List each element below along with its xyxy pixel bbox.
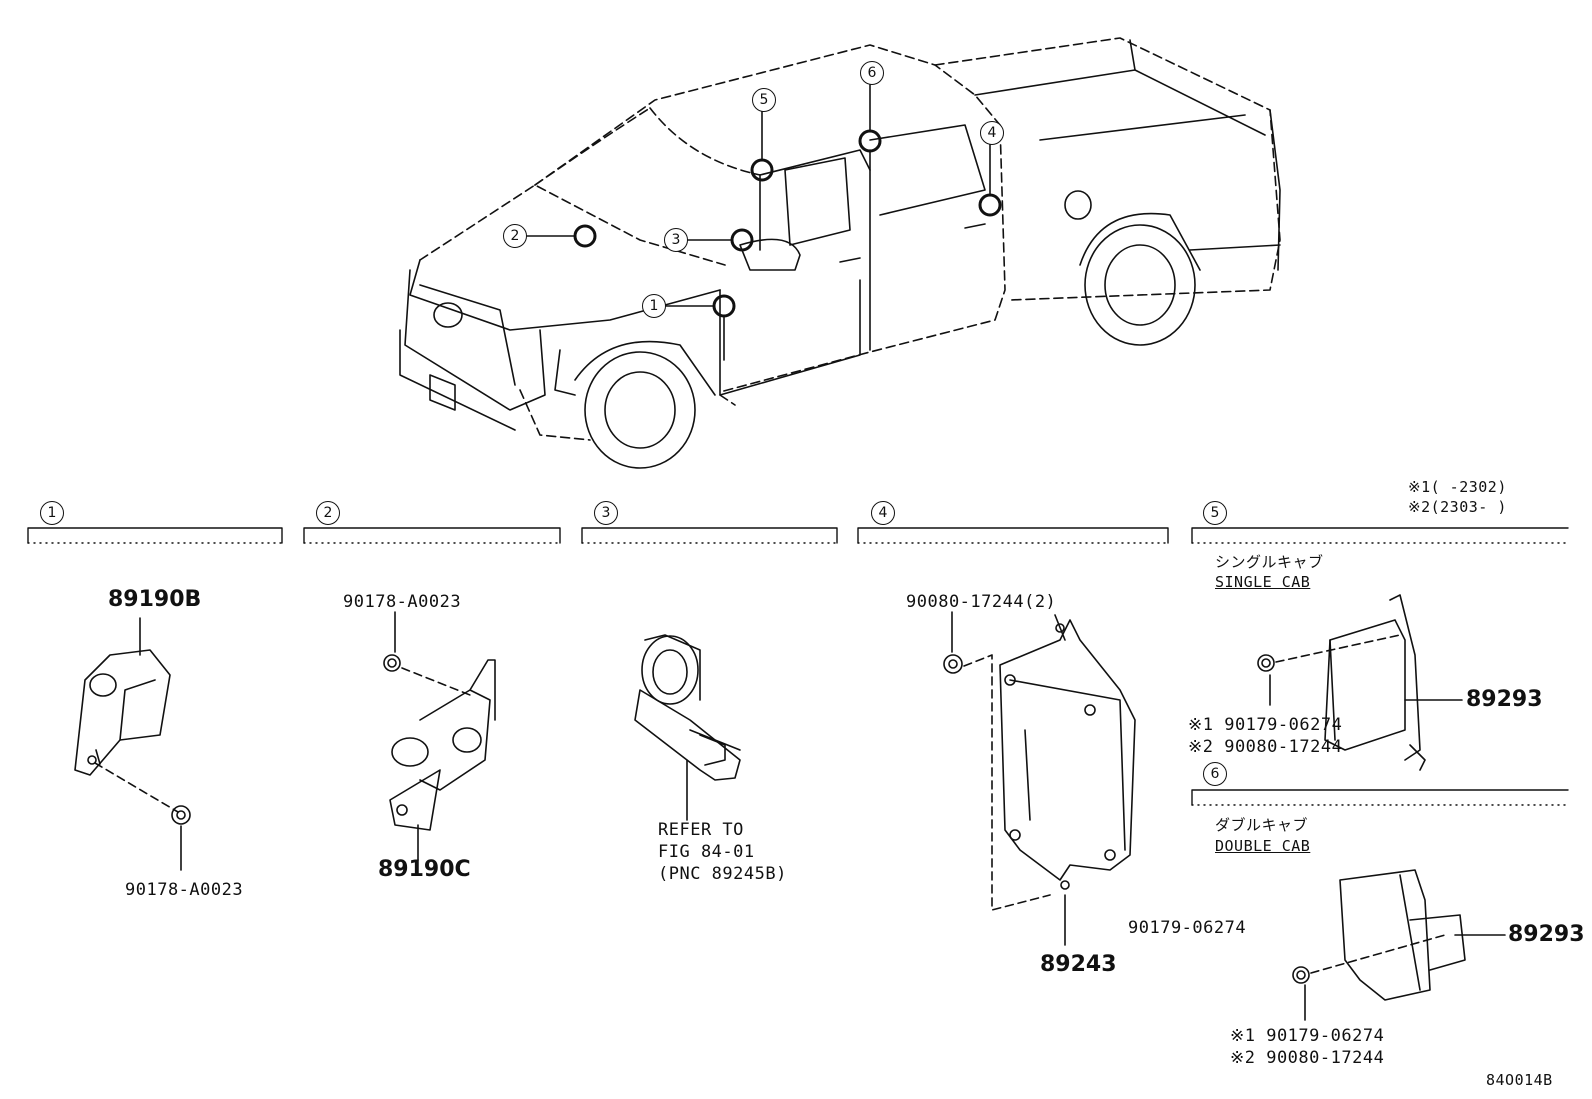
section-header-1: 1 (40, 501, 64, 525)
note-2: ※2(2303- ) (1408, 498, 1507, 516)
part-89293-double-cab (1292, 869, 1506, 1021)
part-number-89243: 89243 (1040, 952, 1117, 977)
part-89293-single-cab (1257, 594, 1463, 771)
location-ring-5 (750, 158, 774, 182)
section-header-4: 4 (871, 501, 895, 525)
part-number-89190B: 89190B (108, 587, 202, 612)
callout-markers (526, 84, 1002, 361)
figure-code: 84O014B (1486, 1071, 1553, 1089)
refer-line-3: (PNC 89245B) (658, 864, 787, 884)
location-ring-1 (712, 294, 736, 318)
bolt-label-sec5-2: ※2 90080-17244 (1188, 737, 1343, 757)
section-dividers (27, 527, 1569, 806)
bolt-label-sec2: 90178-A0023 (343, 592, 462, 612)
bolt-sec6 (1292, 966, 1310, 984)
callout-1: 1 (642, 294, 666, 318)
section-header-2: 2 (316, 501, 340, 525)
location-ring-2 (573, 224, 597, 248)
location-ring-6 (858, 129, 882, 153)
bolt-label-sec4: 90080-17244(2) (906, 592, 1057, 612)
bolt-label-sec6-2: ※2 90080-17244 (1230, 1048, 1385, 1068)
refer-line-1: REFER TO (658, 820, 744, 840)
callout-5: 5 (752, 88, 776, 112)
part-89243-ecu (943, 611, 1136, 946)
location-ring-3 (730, 228, 754, 252)
callout-3: 3 (664, 228, 688, 252)
bolt-90178-A0023-sec2 (383, 654, 401, 672)
bolt-label-sec1: 90178-A0023 (125, 880, 244, 900)
part-number-89190C: 89190C (378, 857, 471, 882)
section-header-6: 6 (1203, 762, 1227, 786)
double-cab-title-en: DOUBLE CAB (1215, 837, 1311, 855)
part-89190C-sensor (383, 611, 496, 861)
pickup-truck-illustration (399, 37, 1281, 469)
location-ring-4 (978, 193, 1002, 217)
bolt-label-sec5-1: ※1 90179-06274 (1188, 715, 1343, 735)
bolt-90080-17244-sec4 (943, 654, 963, 674)
part-number-89293-double: 89293 (1508, 922, 1585, 947)
single-cab-title-en: SINGLE CAB (1215, 573, 1311, 591)
part-number-89293-single: 89293 (1466, 687, 1543, 712)
part-steering-sensor (634, 634, 741, 821)
callout-2: 2 (503, 224, 527, 248)
single-cab-title-jp: シングルキャブ (1215, 553, 1324, 571)
section-header-3: 3 (594, 501, 618, 525)
callout-4: 4 (980, 121, 1004, 145)
callout-6: 6 (860, 61, 884, 85)
refer-line-2: FIG 84-01 (658, 842, 755, 862)
bolt-label-sec4b: 90179-06274 (1128, 918, 1247, 938)
part-89190B-sensor (74, 617, 191, 871)
bolt-sec5 (1257, 654, 1275, 672)
double-cab-title-jp: ダブルキャブ (1215, 816, 1309, 834)
section-header-5: 5 (1203, 501, 1227, 525)
bolt-label-sec6-1: ※1 90179-06274 (1230, 1026, 1385, 1046)
note-1: ※1( -2302) (1408, 478, 1507, 496)
bolt-90178-A0023-sec1 (171, 805, 191, 825)
